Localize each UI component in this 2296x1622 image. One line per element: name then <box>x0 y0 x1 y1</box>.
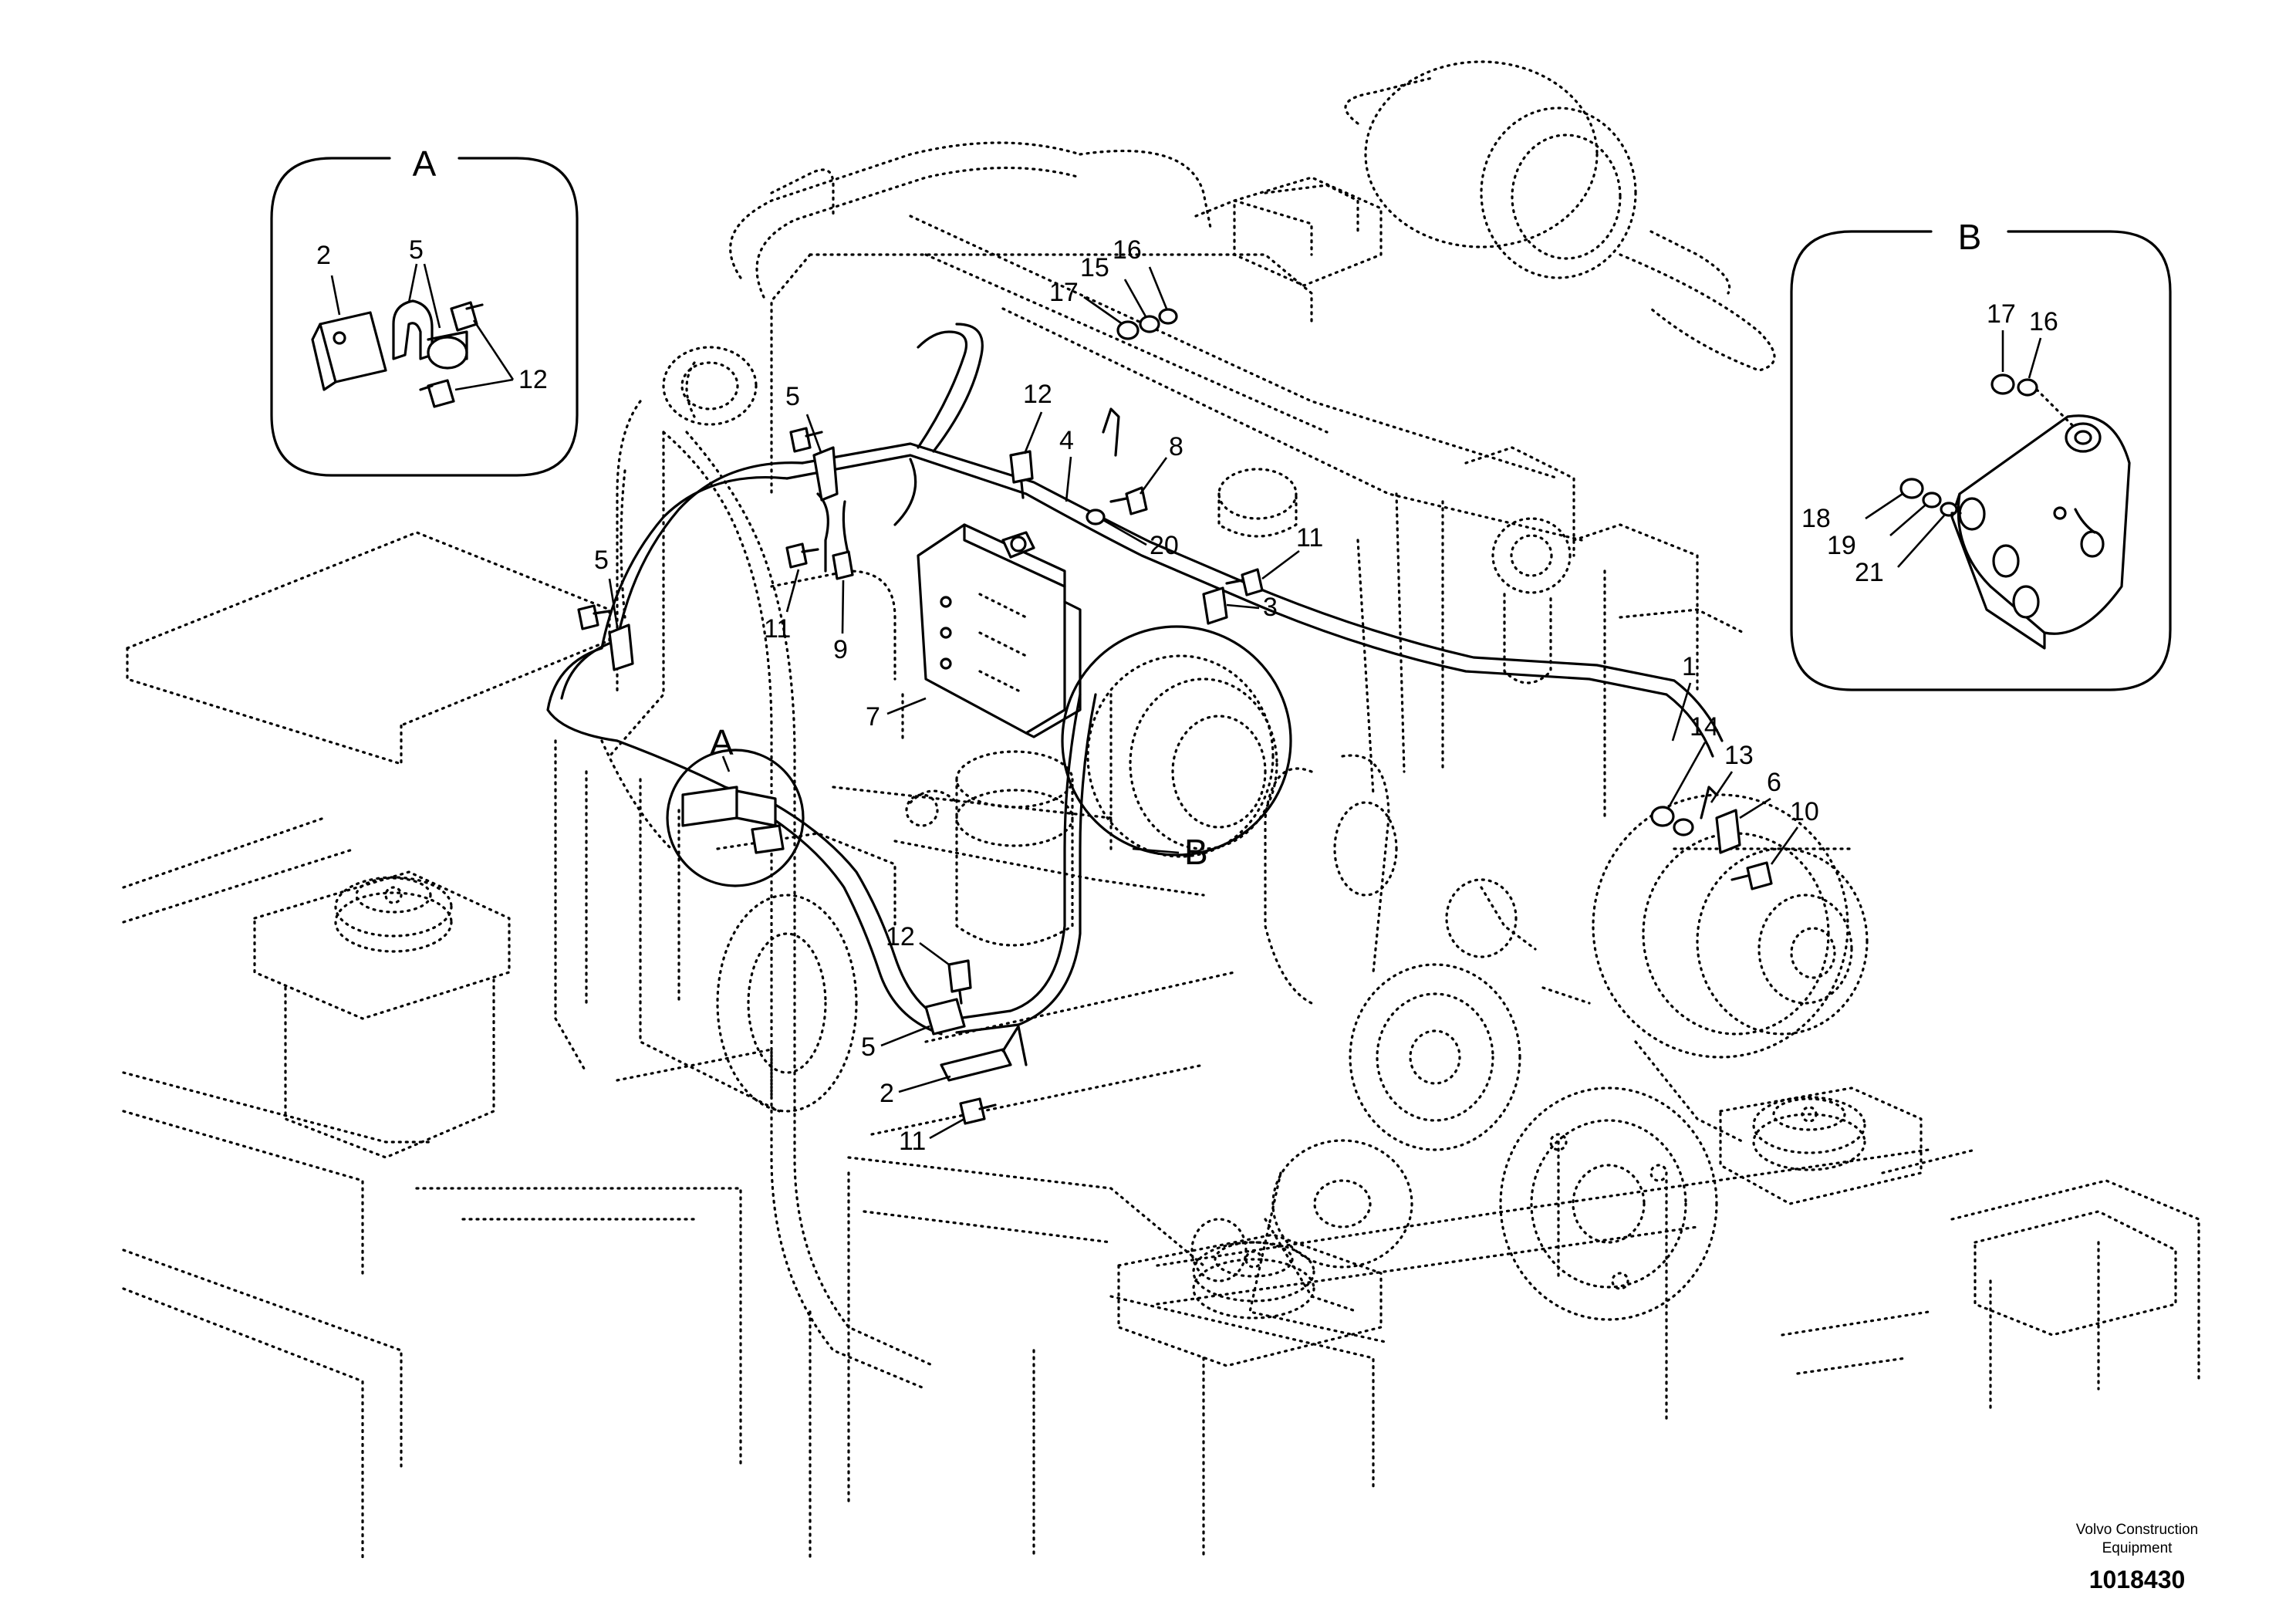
engine-block <box>554 60 1869 1391</box>
part-number-label: 6 <box>1767 768 1781 797</box>
part-number-label: 19 <box>1827 531 1856 560</box>
part-number-label: 8 <box>1169 432 1183 461</box>
mount-right <box>1752 1096 1866 1171</box>
part-callouts: 17 15 16 5 12 4 8 20 11 3 5 11 9 <box>594 235 1819 1156</box>
inset-a-title: A <box>413 144 437 184</box>
part-number-label: 5 <box>594 546 609 575</box>
part-number-label: 2 <box>880 1079 894 1108</box>
part-number-label: Volvo Construction <box>2076 1522 2198 1538</box>
part-number-label: 17 <box>1049 278 1079 307</box>
mount-center-front <box>1192 1241 1315 1320</box>
part-number-label: 3 <box>1263 593 1278 622</box>
bolt-icon <box>1109 486 1148 515</box>
mount-left <box>334 876 453 953</box>
part-number-label: 9 <box>833 635 848 664</box>
drawing-number: 1018430 <box>2089 1566 2186 1593</box>
part-number-label: 16 <box>2029 307 2058 336</box>
detail-marker-a: A <box>710 722 734 762</box>
part-number-label: 4 <box>1059 426 1074 455</box>
inset-b: B 17 16 18 19 21 <box>1790 217 2172 691</box>
part-number-label: 2 <box>316 241 331 270</box>
part-number-label: 15 <box>1080 253 1109 282</box>
part-number-label: 21 <box>1855 558 1884 587</box>
clamps-and-bolts <box>577 308 1773 1125</box>
bolt-icon <box>959 1097 997 1125</box>
part-number-label: 18 <box>1801 504 1831 533</box>
part-number-label: 11 <box>1296 523 1323 552</box>
part-number-label: 5 <box>861 1032 876 1062</box>
footer-brand: Volvo Construction Equipment 1018430 <box>2076 1522 2198 1593</box>
inset-b-title: B <box>1958 217 1982 257</box>
bolt-icon <box>1730 861 1773 890</box>
part-number-label: 11 <box>764 614 791 644</box>
part-number-label: 7 <box>866 702 880 732</box>
part-number-label: 13 <box>1724 741 1754 770</box>
chassis-frame <box>122 531 2200 1560</box>
part-number-label: 12 <box>1023 380 1052 409</box>
part-number-label: 1 <box>1682 652 1697 681</box>
detail-circle-b <box>1061 625 1292 857</box>
relay-box <box>917 523 1082 738</box>
part-number-label: 12 <box>518 365 548 394</box>
part-number-label: 14 <box>1690 712 1719 742</box>
part-number-label: 12 <box>886 922 915 951</box>
part-number-label: Equipment <box>2102 1540 2173 1556</box>
bolt-icon <box>1225 568 1264 596</box>
bolt-icon <box>1009 450 1034 499</box>
part-number-label: 20 <box>1150 531 1179 560</box>
part-number-label: 5 <box>785 382 800 411</box>
part-number-label: 5 <box>409 235 424 265</box>
part-number-label: 10 <box>1790 797 1819 826</box>
part-number-label: 17 <box>1987 299 2016 329</box>
wiring-harness <box>546 323 1724 1036</box>
engine-mounts <box>334 876 1866 1320</box>
bolt-icon <box>789 427 823 453</box>
bolt-icon <box>785 542 819 569</box>
inset-a: A 2 5 12 <box>270 144 579 477</box>
bolt-icon <box>947 959 972 1005</box>
part-number-label: 11 <box>899 1127 926 1156</box>
bolt-icon <box>577 604 611 630</box>
detail-circle-a <box>666 748 805 887</box>
part-number-label: 16 <box>1113 235 1142 265</box>
detail-marker-b: B <box>1184 832 1208 872</box>
